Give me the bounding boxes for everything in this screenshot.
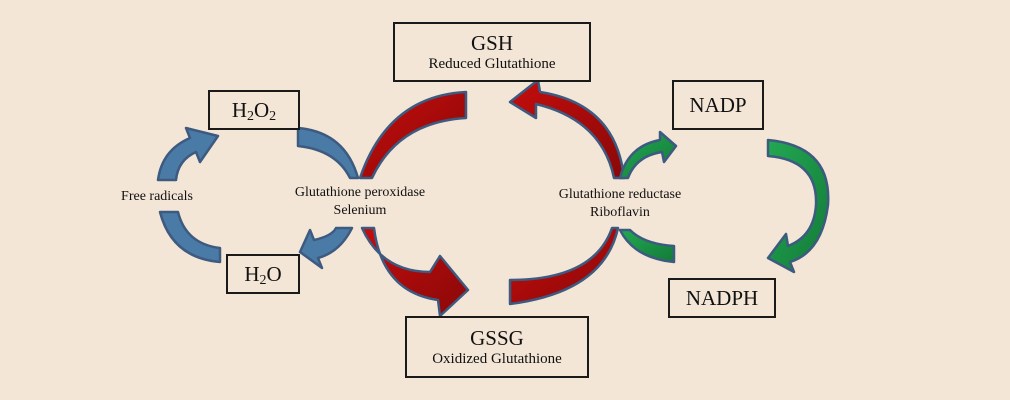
- h2o2-formula: H2O2: [231, 98, 277, 124]
- nadp-title: NADP: [689, 93, 747, 117]
- arrow-h2o-to-free-radicals: [158, 210, 222, 264]
- reductase-cofactor: Riboflavin: [590, 205, 650, 220]
- peroxidase-name: Glutathione peroxidase: [294, 185, 426, 200]
- arrow-gssg-to-reductase: [508, 226, 620, 306]
- node-nadph: NADPH: [668, 278, 776, 318]
- label-reductase: Glutathione reductase Riboflavin: [532, 186, 708, 222]
- node-h2o: H2O: [226, 254, 300, 294]
- node-gssg: GSSG Oxidized Glutathione: [405, 316, 589, 378]
- arrow-reductase-to-nadp: [618, 130, 678, 180]
- peroxidase-cofactor: Selenium: [333, 203, 387, 218]
- arrow-free-radicals-to-h2o2: [156, 126, 220, 182]
- label-peroxidase: Glutathione peroxidase Selenium: [272, 184, 448, 220]
- nadph-title: NADPH: [685, 286, 759, 310]
- arrow-peroxidase-to-gssg: [360, 226, 470, 318]
- arrow-nadp-to-nadph: [766, 138, 830, 274]
- gsh-subtitle: Reduced Glutathione: [428, 56, 556, 72]
- node-nadp: NADP: [672, 80, 764, 130]
- gsh-title: GSH: [470, 31, 513, 55]
- h2o-formula: H2O: [244, 262, 282, 288]
- arrow-reductase-to-gsh: [508, 78, 626, 180]
- arrow-nadph-to-reductase: [618, 228, 676, 264]
- gssg-subtitle: Oxidized Glutathione: [432, 351, 562, 367]
- arrow-peroxidase-to-h2o: [298, 226, 354, 270]
- gssg-title: GSSG: [470, 326, 524, 350]
- node-h2o2: H2O2: [208, 90, 300, 130]
- arrow-h2o2-to-peroxidase: [296, 126, 360, 180]
- arrow-gsh-to-peroxidase: [358, 90, 468, 180]
- label-free-radicals: Free radicals: [121, 189, 193, 204]
- reductase-name: Glutathione reductase: [558, 187, 682, 202]
- node-gsh: GSH Reduced Glutathione: [393, 22, 591, 82]
